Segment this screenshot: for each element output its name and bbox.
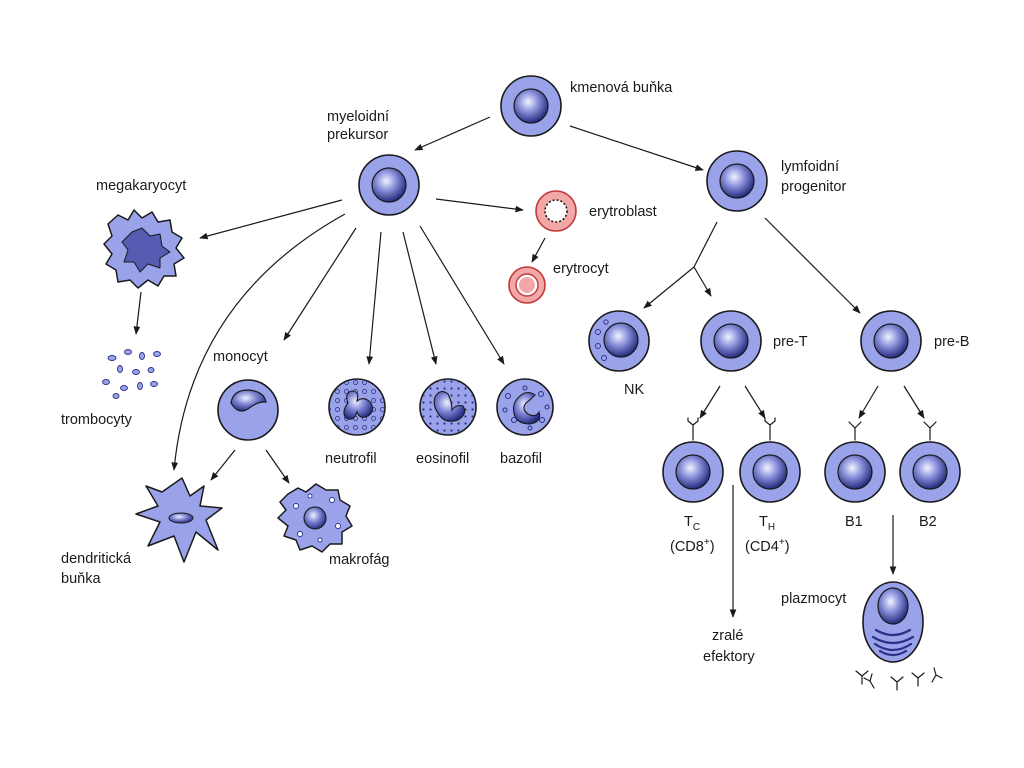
antibodies-icon — [855, 667, 943, 691]
label-tc: TC — [684, 514, 700, 533]
label-myeloid-2: prekursor — [327, 127, 388, 143]
label-stem-cell: kmenová buňka — [570, 80, 673, 96]
arrow-lymphoid-to-preb — [764, 217, 861, 314]
label-eosinophil: eosinofil — [416, 451, 469, 467]
dendritic-cell — [135, 477, 223, 563]
arrow-preb-to-b2 — [903, 385, 925, 419]
label-monocyte: monocyt — [213, 349, 268, 365]
myeloid-precursor-cell — [358, 154, 420, 216]
label-plasma-cell: plazmocyt — [781, 591, 846, 607]
pre-t-cell — [700, 310, 762, 372]
arrow-monocyte-to-dendritic — [210, 449, 236, 481]
arrow-myeloid-to-basophil — [419, 225, 505, 365]
pre-b-cell — [860, 310, 922, 372]
arrow-myeloid-to-monocyte — [283, 227, 357, 341]
arrow-stem-to-myeloid — [414, 116, 491, 151]
neutrophil-cell — [328, 378, 386, 436]
label-th-marker: (CD4+) — [745, 537, 790, 555]
macrophage-cell — [277, 483, 353, 553]
basophil-cell — [496, 378, 554, 436]
arrow-preb-to-b1 — [858, 385, 879, 419]
label-neutrophil: neutrofil — [325, 451, 377, 467]
arrow-megakaryocyte-to-platelets — [133, 291, 142, 335]
label-b2: B2 — [919, 514, 937, 530]
arrow-myeloid-to-erythroblast — [435, 198, 524, 213]
arrow-myeloid-to-megakaryocyte — [199, 199, 343, 240]
arrow-myeloid-to-eosinophil — [402, 231, 438, 365]
plasma-cell — [862, 581, 924, 663]
arrow-pret-to-th — [744, 385, 766, 419]
label-basophil: bazofil — [500, 451, 542, 467]
stem-cell — [500, 75, 562, 137]
arrow-stem-to-lymphoid — [569, 125, 704, 171]
erythrocyte-cell — [508, 266, 546, 304]
platelets — [102, 349, 161, 399]
monocyte-cell — [217, 379, 279, 441]
label-myeloid-1: myeloidní — [327, 109, 389, 125]
label-megakaryocyte: megakaryocyt — [96, 178, 186, 194]
arrow-myeloid-to-dendritic — [171, 213, 346, 471]
label-platelets: trombocyty — [61, 412, 133, 428]
label-dendritic-2: buňka — [61, 571, 101, 587]
label-effectors-1: zralé — [712, 628, 743, 644]
erythroblast-cell — [535, 190, 577, 232]
nk-cell — [588, 310, 650, 372]
arrow-erythroblast-to-erythrocyte — [531, 237, 546, 263]
megakaryocyte-cell — [103, 209, 185, 289]
arrows — [133, 116, 925, 618]
arrow-branch-to-nk — [643, 266, 695, 309]
label-erythrocyte: erytrocyt — [553, 261, 609, 277]
label-macrophage: makrofág — [329, 552, 389, 568]
b2-cell — [899, 421, 961, 503]
arrow-branch-to-pret — [693, 266, 712, 297]
label-erythroblast: erytroblast — [589, 204, 657, 220]
arrow-pret-to-tc — [699, 385, 721, 419]
label-nk: NK — [624, 382, 644, 398]
arrow-myeloid-to-neutrophil — [366, 231, 382, 365]
label-tc-marker: (CD8+) — [670, 537, 715, 555]
label-dendritic-1: dendritická — [61, 551, 132, 567]
label-lymphoid-1: lymfoidní — [781, 159, 839, 175]
label-pre-t: pre-T — [773, 334, 808, 350]
th-cell — [739, 417, 801, 503]
b1-cell — [824, 421, 886, 503]
label-effectors-2: efektory — [703, 649, 755, 665]
label-lymphoid-2: progenitor — [781, 179, 846, 195]
lymphoid-progenitor-cell — [706, 150, 768, 212]
label-th: TH — [759, 514, 775, 533]
arrow-lymphoid-to-branch — [693, 221, 718, 268]
tc-cell — [662, 417, 724, 503]
label-b1: B1 — [845, 514, 863, 530]
arrow-monocyte-to-macrophage — [265, 449, 290, 484]
eosinophil-cell — [419, 378, 477, 436]
label-pre-b: pre-B — [934, 334, 969, 350]
